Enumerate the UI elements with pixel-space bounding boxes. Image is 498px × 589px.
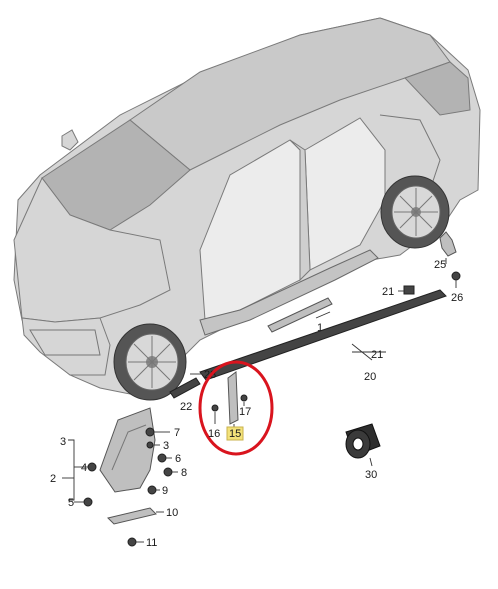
rear-window	[404, 61, 471, 116]
part-screw-7	[145, 427, 155, 437]
part-screw-6	[157, 453, 167, 463]
part-sill-trim-strip	[267, 297, 333, 333]
part-clip-17	[240, 394, 248, 402]
side-mirror	[61, 129, 79, 151]
highlight-circle	[198, 360, 274, 456]
callout-20: 20	[364, 371, 376, 383]
callout-7: 7	[174, 427, 180, 439]
callout-15: 15	[229, 428, 241, 440]
callout-21b: 21	[371, 349, 383, 361]
part-clip-21	[403, 285, 415, 295]
callout-25: 25	[434, 259, 446, 271]
part-screw-4	[87, 462, 97, 472]
part-clip-16	[211, 404, 219, 412]
liner-contour	[111, 424, 147, 471]
callout-17: 17	[239, 406, 251, 418]
front-wheel	[113, 323, 187, 401]
front-grille	[29, 329, 101, 356]
callout-26: 26	[451, 292, 463, 304]
callout-4: 4	[81, 462, 87, 474]
callout-1: 1	[317, 322, 323, 334]
callout-16: 16	[208, 428, 220, 440]
callout-30: 30	[365, 469, 377, 481]
leader-1	[315, 311, 331, 319]
car-illustration	[13, 17, 481, 401]
callout-6: 6	[175, 453, 181, 465]
part-15-trim-piece	[227, 371, 239, 425]
part-screw-11	[127, 537, 137, 547]
part-clip-3	[146, 441, 154, 449]
part-rear-bracket	[439, 231, 457, 257]
part-screw-26	[451, 271, 461, 281]
rear-quarter-line	[379, 114, 441, 191]
callout-8: 8	[181, 467, 187, 479]
part-lower-trim-strip	[107, 507, 157, 525]
callout-15-box	[226, 426, 244, 441]
b-pillar	[289, 139, 311, 282]
part-screw-8	[163, 467, 173, 477]
leader-30	[369, 457, 373, 467]
callout-9: 9	[162, 485, 168, 497]
part-adhesive-tape-roll	[345, 423, 381, 459]
part-screw-9	[147, 485, 157, 495]
callout-5: 5	[68, 497, 74, 509]
front-bumper	[21, 317, 111, 376]
part-screw-5	[83, 497, 93, 507]
group-bracket-2	[68, 439, 75, 501]
callout-22: 22	[180, 401, 192, 413]
part-side-sill-panel	[199, 289, 447, 381]
callout-10: 10	[166, 507, 178, 519]
callout-21a: 21	[382, 286, 394, 298]
callout-11: 11	[146, 537, 157, 549]
part-front-sill-cap	[169, 377, 201, 399]
callout-2: 2	[50, 473, 56, 485]
door-sill	[199, 249, 379, 336]
part-wheel-arch-liner	[99, 407, 156, 493]
callout-3-group: 3	[60, 436, 66, 448]
callout-3: 3	[163, 440, 169, 452]
rear-wheel	[380, 175, 450, 249]
